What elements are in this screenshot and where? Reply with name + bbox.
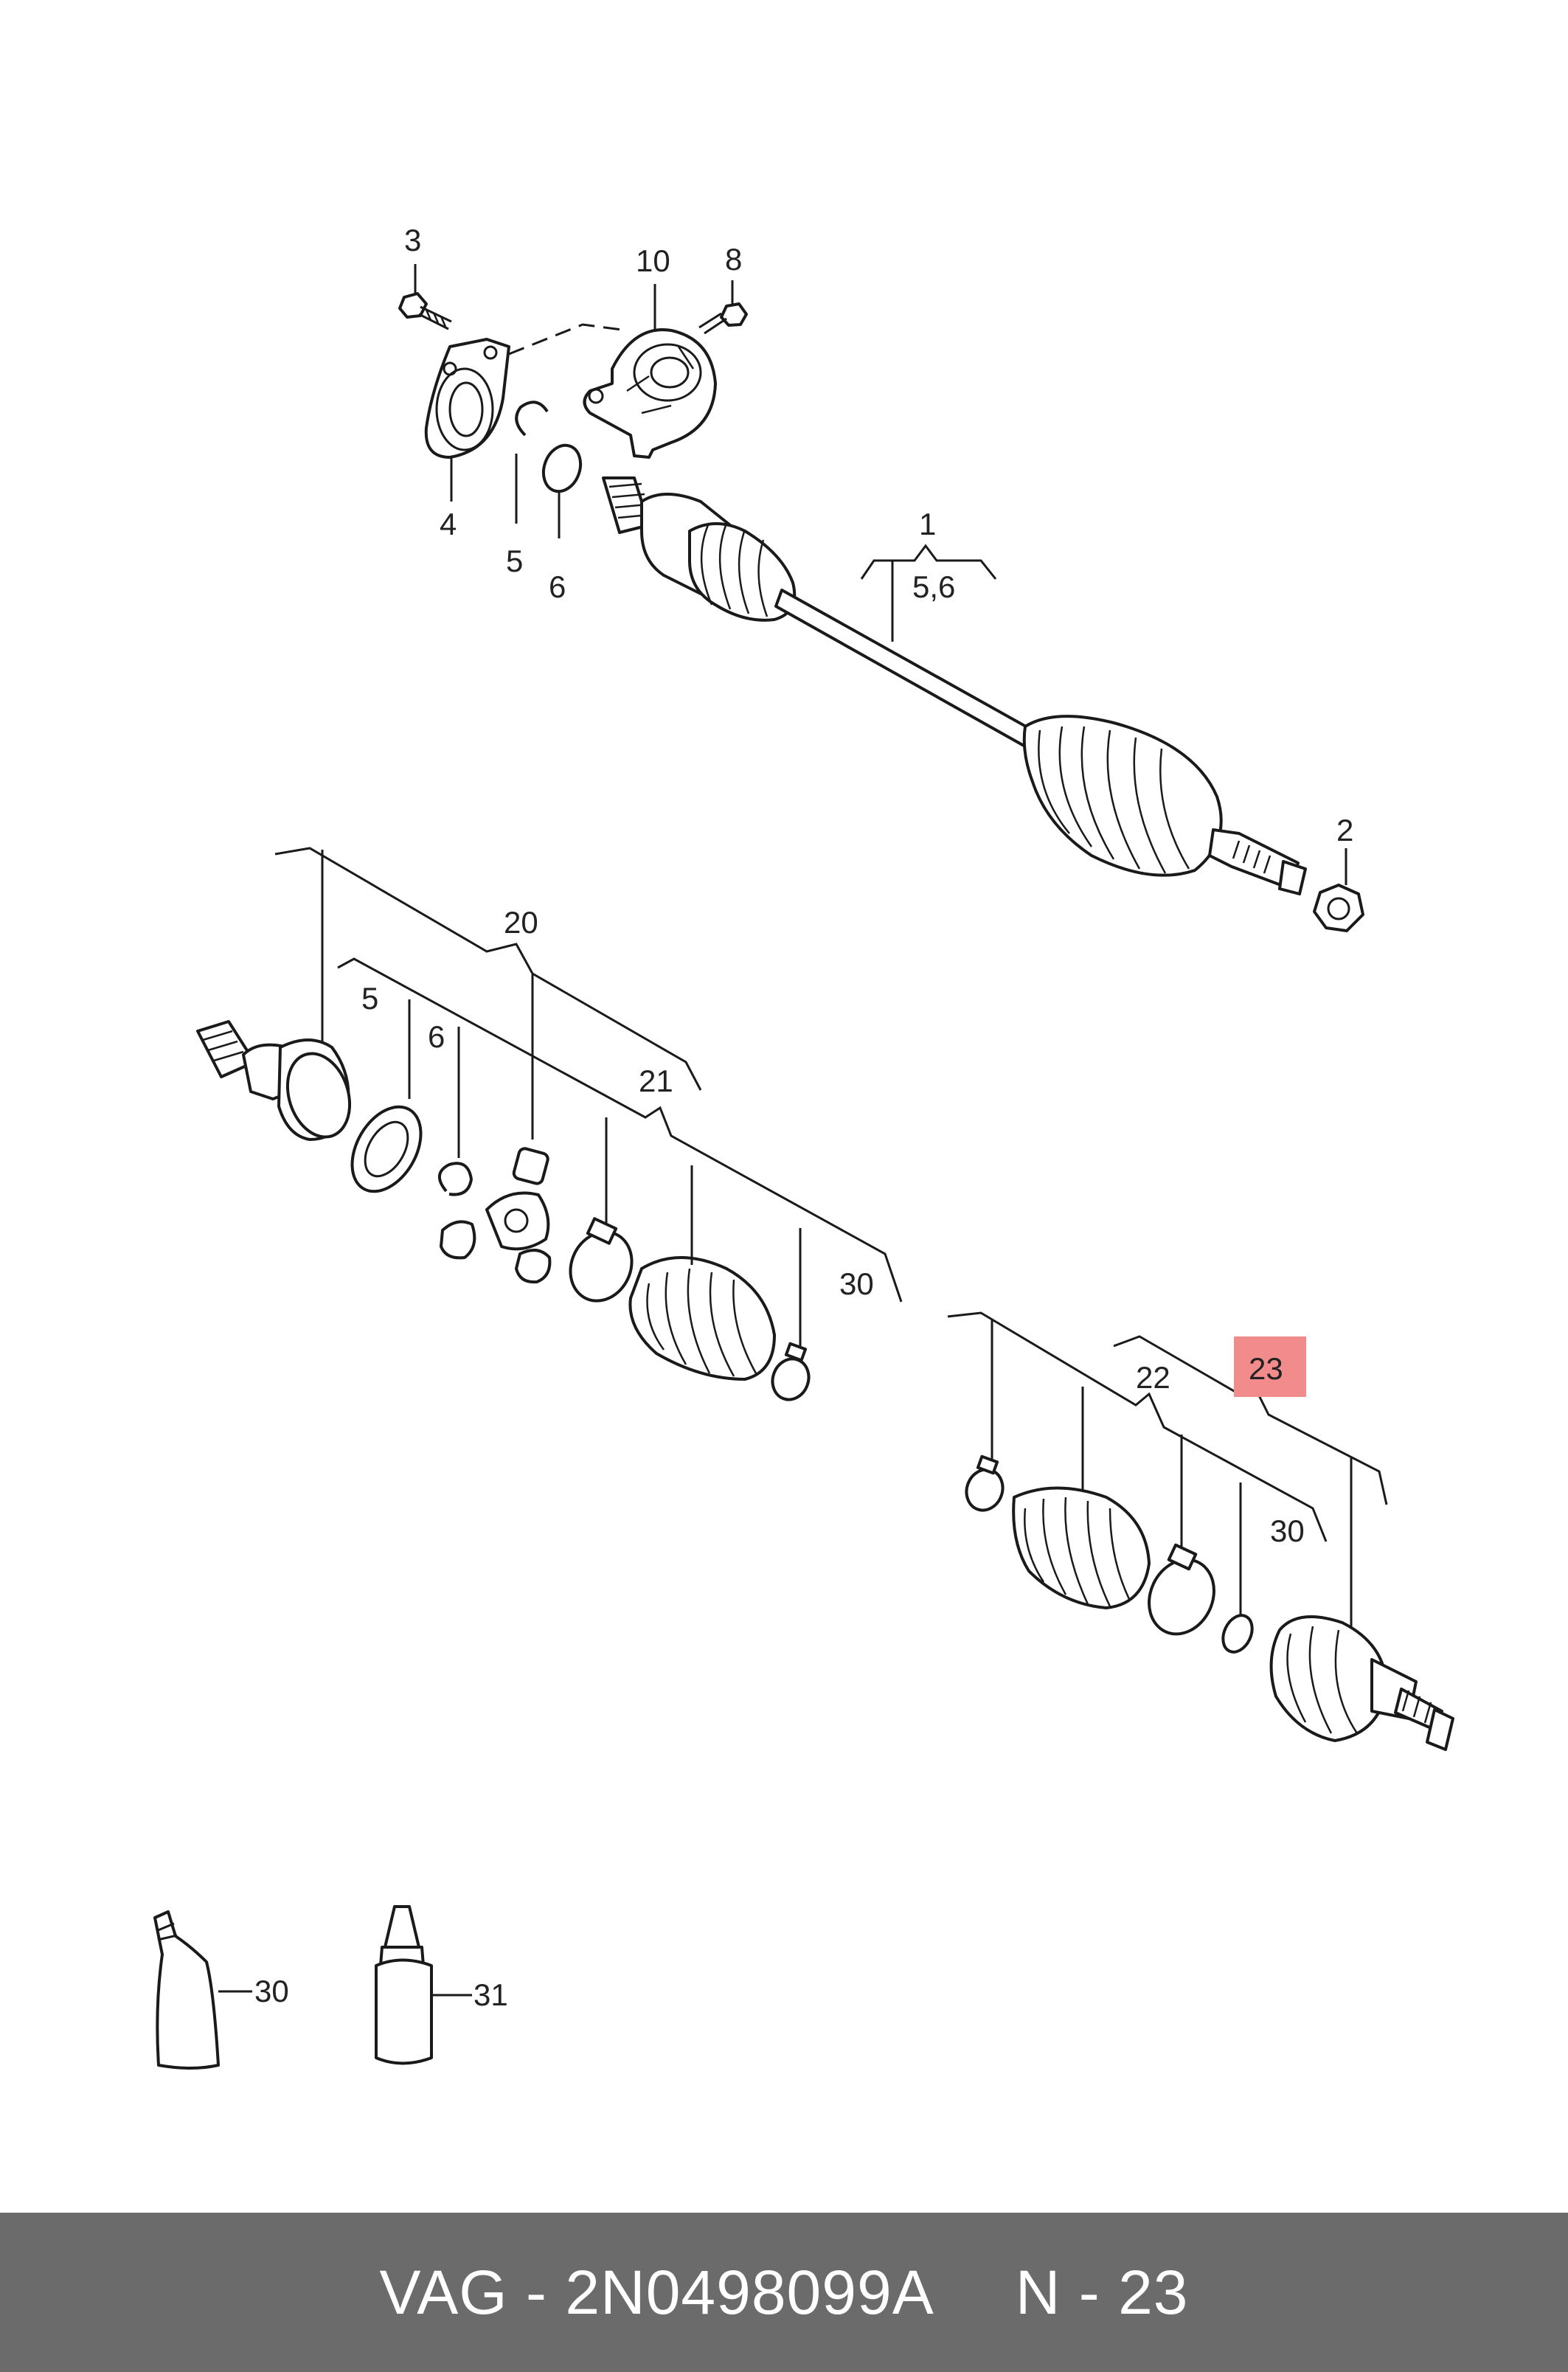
callout-20: 20 — [504, 905, 538, 940]
highlight-23: 23 — [1234, 1336, 1306, 1397]
bolt-3 — [398, 292, 452, 330]
footer-ref-prefix: N — [1015, 2257, 1061, 2327]
callout-6-mid: 6 — [428, 1019, 445, 1054]
bracket-1 — [860, 544, 997, 580]
inner-joint-housing — [196, 1020, 352, 1141]
footer-text: VAG - 2N0498099A N - 23 — [379, 2257, 1188, 2328]
footer-brand: VAG — [379, 2257, 508, 2327]
footer-part-number: 2N0498099A — [565, 2257, 934, 2327]
callout-31: 31 — [473, 1977, 508, 2012]
callout-6-top: 6 — [549, 569, 566, 604]
gasket-5-mid — [350, 1105, 423, 1193]
callout-5-mid: 5 — [361, 981, 378, 1016]
callout-5-top: 5 — [506, 544, 523, 578]
footer-ref-number: 23 — [1118, 2257, 1189, 2327]
grease-tube-30 — [153, 1910, 220, 2070]
callout-23: 23 — [1249, 1351, 1283, 1386]
callout-8: 8 — [725, 242, 742, 277]
callout-4: 4 — [440, 507, 457, 541]
bottle-31 — [375, 1905, 433, 2065]
circlip-5-top — [515, 400, 549, 437]
footer-bar: VAG - 2N0498099A N - 23 — [0, 2213, 1568, 2372]
footer-separator: - — [525, 2257, 547, 2327]
clamp-ring-mid — [569, 1217, 634, 1303]
callout-21: 21 — [639, 1064, 673, 1098]
clamp-ring-right — [1148, 1543, 1215, 1636]
bracket-22 — [947, 1311, 1328, 1542]
callout-3: 3 — [404, 223, 421, 257]
bracket-21 — [337, 957, 903, 1303]
callout-30-bottom: 30 — [254, 1974, 289, 2008]
callout-10: 10 — [636, 243, 670, 278]
exploded-parts-diagram: 3 4 5 6 10 8 — [153, 223, 1454, 2070]
callout-30-right: 30 — [1270, 1513, 1305, 1548]
callout-5-6: 5,6 — [912, 569, 955, 604]
boot-right — [1012, 1486, 1151, 1609]
callout-22: 22 — [1136, 1360, 1170, 1395]
boot-mid — [628, 1256, 776, 1381]
bolt-8 — [698, 302, 748, 335]
drive-shaft-1 — [602, 476, 1307, 895]
callout-2: 2 — [1336, 813, 1353, 847]
circlip-right — [1221, 1614, 1254, 1654]
seal-plate-4 — [424, 338, 510, 459]
small-clamp-mid — [771, 1342, 811, 1401]
callout-1: 1 — [919, 507, 936, 541]
tripod-spider — [440, 1147, 552, 1284]
footer-ref-separator: - — [1078, 2257, 1100, 2327]
circlip-6-mid — [438, 1162, 473, 1196]
ring-6-top — [541, 443, 583, 493]
nut-2 — [1313, 884, 1364, 932]
assembly-link — [508, 323, 628, 356]
small-clamp-right — [965, 1454, 1005, 1512]
outer-joint-23 — [1269, 1615, 1454, 1751]
callout-30-mid: 30 — [839, 1266, 874, 1301]
bracket-20 — [274, 847, 702, 1091]
bearing-housing-10 — [583, 328, 717, 459]
